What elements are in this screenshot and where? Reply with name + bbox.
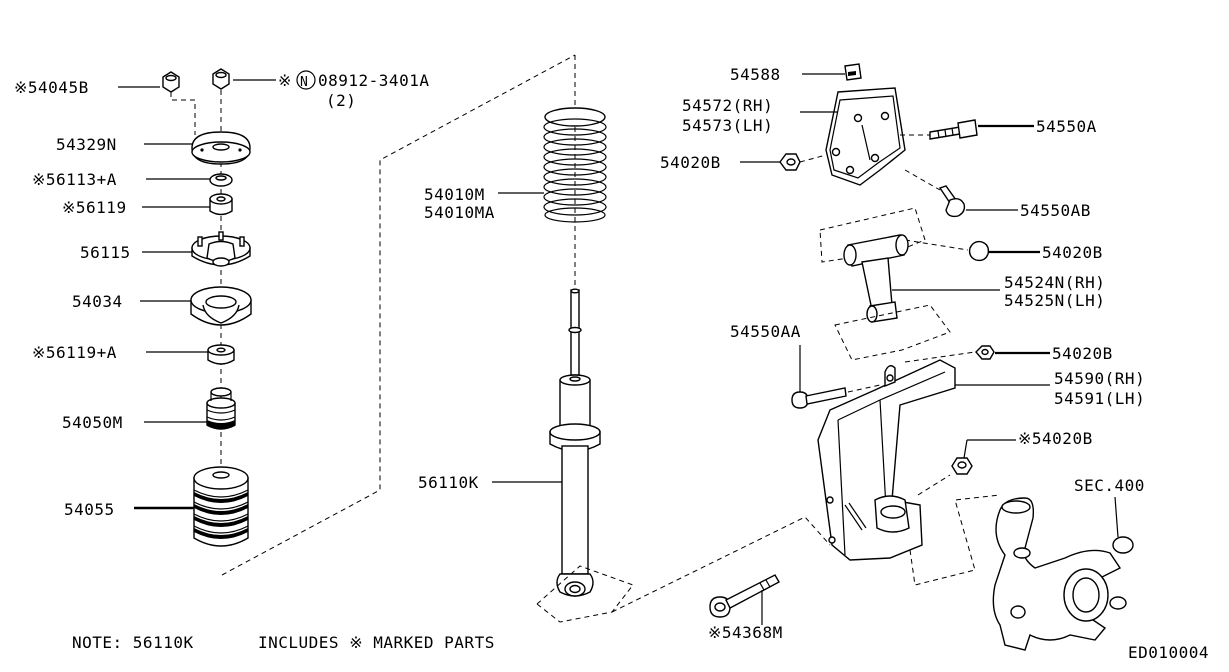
plate-54329n bbox=[191, 131, 251, 165]
nut-54020b-1 bbox=[779, 153, 827, 171]
bolt-54550aa bbox=[791, 384, 881, 409]
label-54368m: ※54368M bbox=[708, 623, 783, 642]
nut-54045b bbox=[162, 71, 196, 135]
nut-54020b-3 bbox=[904, 345, 995, 363]
includes-text: INCLUDES ※ MARKED PARTS bbox=[258, 633, 495, 652]
assembly-guide-line bbox=[221, 54, 576, 576]
shock-absorber-56110k bbox=[536, 288, 634, 623]
label-56119a: ※56119+A bbox=[32, 343, 117, 362]
label-54329n: 54329N bbox=[56, 135, 117, 154]
note-text: NOTE: 56110K bbox=[72, 633, 194, 652]
label-54550aa: 54550AA bbox=[730, 322, 801, 341]
coil-spring-54010m bbox=[543, 107, 607, 223]
bushing-56119a bbox=[207, 344, 235, 365]
label-54034: 54034 bbox=[72, 292, 123, 311]
label-56115: 56115 bbox=[80, 243, 131, 262]
label-54550a: 54550A bbox=[1036, 117, 1097, 136]
diagram-code: ED010004 bbox=[1128, 643, 1209, 662]
label-54045b: ※54045B bbox=[14, 78, 89, 97]
nut-54020b-2 bbox=[904, 239, 990, 262]
seat-54034 bbox=[190, 286, 252, 326]
label-54020b-1: 54020B bbox=[660, 153, 721, 172]
guide-knuckle bbox=[909, 494, 1001, 586]
label-54588: 54588 bbox=[730, 65, 781, 84]
right-labels: 54588 54572(RH) 54573(LH) 54020B 54550A … bbox=[660, 65, 1145, 642]
knuckle-sec400 bbox=[992, 497, 1134, 651]
label-54590: 54590(RH) bbox=[1054, 369, 1145, 388]
label-54050m: 54050M bbox=[62, 413, 123, 432]
label-08912-n: N bbox=[300, 75, 308, 90]
label-08912-qty: (2) bbox=[326, 91, 356, 110]
guide-box-upper bbox=[819, 207, 926, 263]
nut-08912 bbox=[212, 68, 230, 90]
label-54525n: 54525N(LH) bbox=[1004, 291, 1105, 310]
label-54020b-3: 54020B bbox=[1052, 344, 1113, 363]
label-54524n: 54524N(RH) bbox=[1004, 273, 1105, 292]
arm-54590 bbox=[817, 359, 956, 561]
label-08912: 08912-3401A bbox=[318, 71, 429, 90]
mount-56115 bbox=[191, 231, 251, 267]
bellows-54055 bbox=[193, 466, 249, 547]
label-54010m: 54010M bbox=[424, 185, 485, 204]
label-54573: 54573(LH) bbox=[682, 116, 773, 135]
nut-54020b-4 bbox=[917, 457, 973, 496]
label-56110k: 56110K bbox=[418, 473, 479, 492]
label-08912-prefix: ※ bbox=[278, 71, 292, 90]
label-54020b-4: ※54020B bbox=[1018, 429, 1093, 448]
section-ref: SEC.400 bbox=[1074, 476, 1145, 495]
label-54010ma: 54010MA bbox=[424, 203, 495, 222]
label-54020b-2: 54020B bbox=[1042, 243, 1103, 262]
label-54055: 54055 bbox=[64, 500, 115, 519]
clip-54588 bbox=[844, 63, 862, 81]
label-54550ab: 54550AB bbox=[1020, 201, 1091, 220]
washer-56113a bbox=[209, 173, 233, 187]
label-56113a: ※56113+A bbox=[32, 170, 117, 189]
bushing-56119 bbox=[209, 193, 233, 216]
label-54591: 54591(LH) bbox=[1054, 389, 1145, 408]
cap-54050m bbox=[206, 387, 236, 430]
guide-box-lower bbox=[834, 304, 951, 361]
bolt-54550ab bbox=[904, 169, 966, 218]
link-54524n bbox=[843, 234, 909, 323]
bolt-54550a bbox=[900, 119, 978, 140]
left-labels: ※54045B ※ N 08912-3401A (2) 54329N ※5611… bbox=[14, 70, 429, 519]
bracket-54572 bbox=[825, 87, 906, 186]
label-56119: ※56119 bbox=[62, 198, 127, 217]
bolt-54368m bbox=[611, 516, 831, 618]
strut-labels: 54010M 54010MA 56110K bbox=[418, 185, 562, 492]
label-54572: 54572(RH) bbox=[682, 96, 773, 115]
